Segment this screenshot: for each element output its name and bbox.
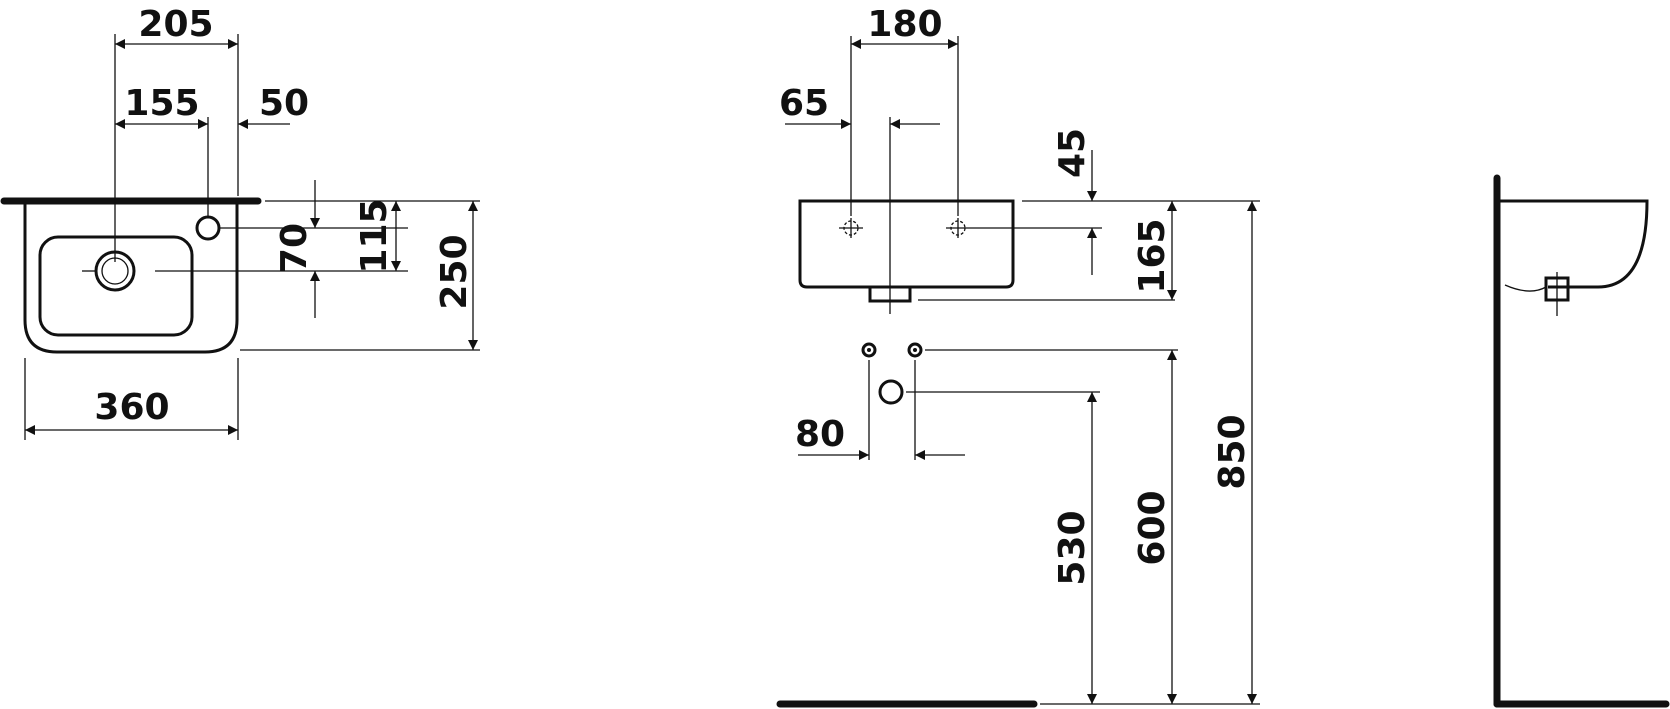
top-view: 205 155 50 360 70 115 250 bbox=[0, 4, 480, 440]
waste-connection bbox=[878, 379, 904, 405]
dim-600: 600 bbox=[1132, 490, 1173, 565]
dim-45: 45 bbox=[1052, 128, 1093, 178]
front-view: 180 65 45 165 80 530 600 850 bbox=[776, 4, 1260, 708]
dim-250: 250 bbox=[434, 234, 475, 309]
dim-50: 50 bbox=[259, 83, 309, 124]
dim-360: 360 bbox=[94, 387, 169, 428]
bowl-inner-side bbox=[1504, 284, 1547, 292]
side-view bbox=[1493, 174, 1670, 708]
basin-outline-top bbox=[23, 204, 239, 354]
dim-70: 70 bbox=[274, 223, 315, 273]
tap-hole-front-right bbox=[946, 218, 970, 238]
dim-155: 155 bbox=[124, 83, 199, 124]
dim-165: 165 bbox=[1132, 218, 1173, 293]
dim-65: 65 bbox=[779, 83, 829, 124]
dim-205: 205 bbox=[138, 4, 213, 45]
bowl-outline-top bbox=[38, 235, 194, 337]
supply-connector-left bbox=[861, 342, 877, 358]
dim-80: 80 bbox=[795, 414, 845, 455]
dim-530: 530 bbox=[1052, 510, 1093, 585]
dim-180: 180 bbox=[867, 4, 942, 45]
basin-outline-front bbox=[798, 199, 1015, 289]
dim-115: 115 bbox=[354, 198, 395, 273]
tap-hole-front-left bbox=[839, 218, 863, 238]
supply-connector-right bbox=[907, 342, 923, 358]
basin-profile-side bbox=[1500, 199, 1649, 289]
dim-850: 850 bbox=[1212, 414, 1253, 489]
tap-hole-top bbox=[195, 215, 221, 241]
